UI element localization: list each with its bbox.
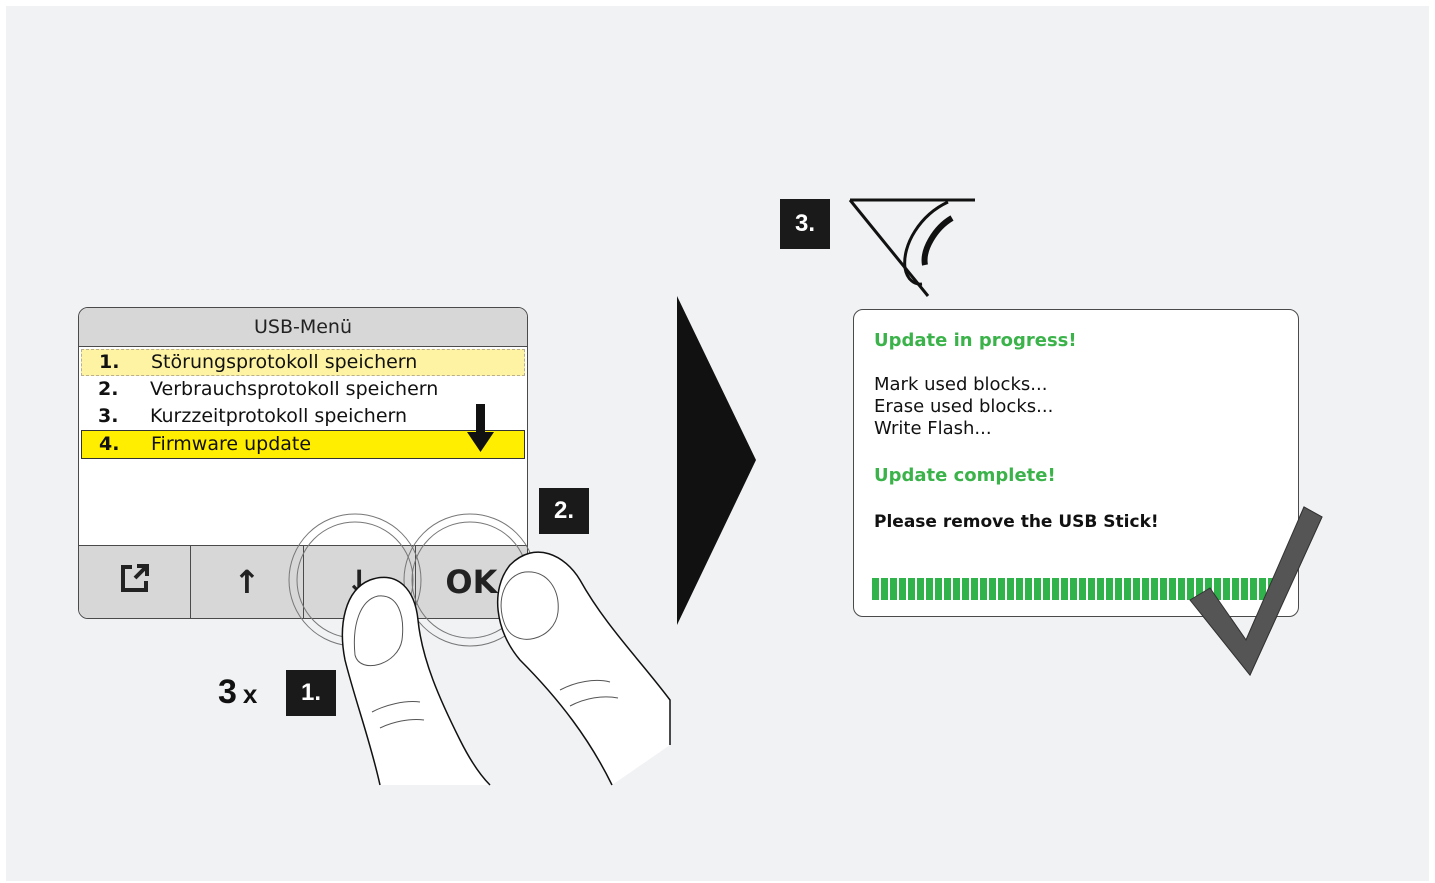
update-complete-heading: Update complete!	[874, 465, 1056, 486]
status-line-3: Write Flash...	[874, 418, 992, 440]
step-2-badge: 2.	[539, 488, 589, 534]
remove-usb-message: Please remove the USB Stick!	[874, 512, 1159, 532]
finger-1-icon	[342, 577, 490, 785]
step-1-badge: 1.	[286, 670, 336, 716]
update-progress-bar	[872, 578, 1274, 600]
scroll-down-arrow-icon	[467, 404, 494, 452]
update-progress-heading: Update in progress!	[874, 330, 1077, 351]
next-step-arrow	[677, 296, 756, 625]
status-line-2: Erase used blocks...	[874, 396, 1053, 418]
finger-2-icon	[498, 552, 670, 785]
repeat-count: 3	[218, 673, 237, 711]
update-status-panel: Update in progress! Mark used blocks... …	[853, 309, 1299, 617]
repeat-times: x	[243, 679, 257, 709]
step-3-badge: 3.	[780, 199, 830, 249]
status-line-1: Mark used blocks...	[874, 374, 1047, 396]
eye-icon	[850, 200, 975, 296]
